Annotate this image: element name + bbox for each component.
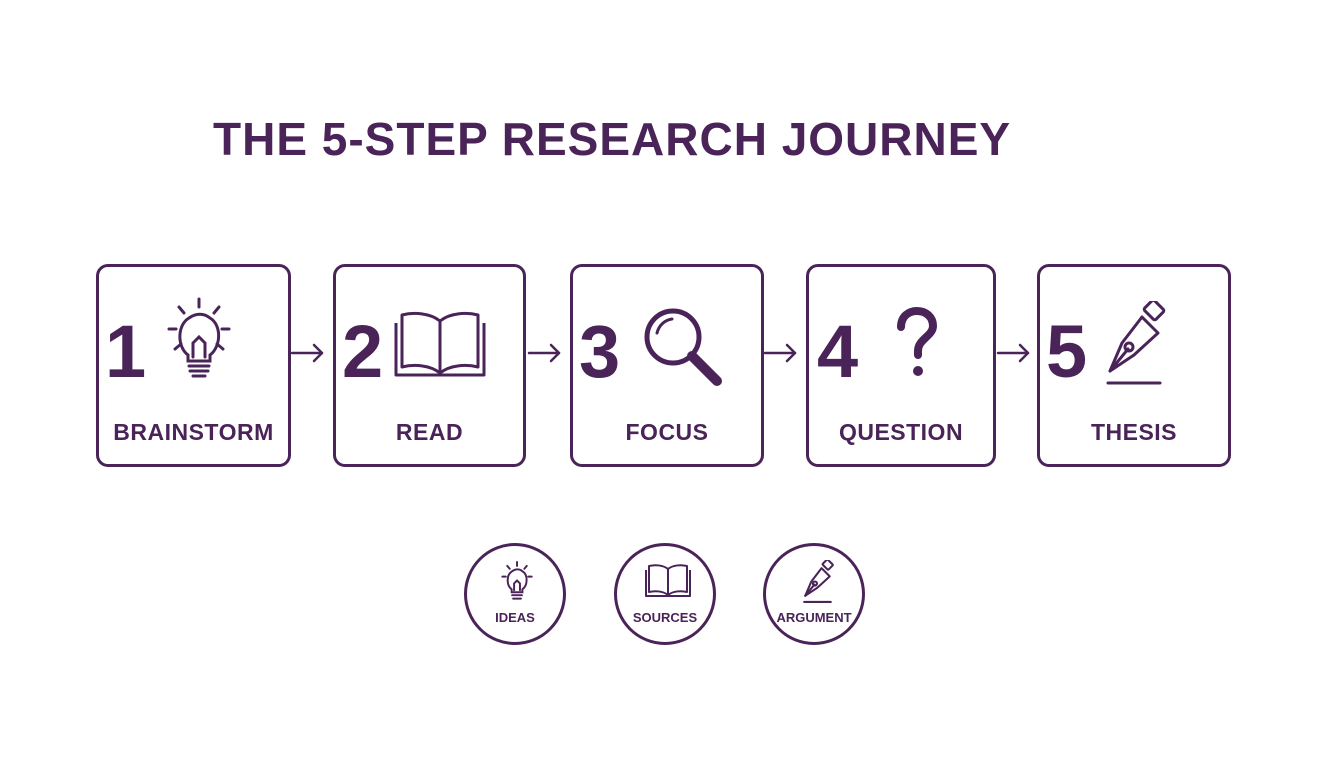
step-card-focus: 3 FOCUS <box>570 264 764 467</box>
arrow-icon <box>527 340 563 366</box>
step-number: 3 <box>579 310 621 393</box>
magnifying-glass-icon <box>641 305 725 389</box>
circle-sources: SOURCES <box>614 543 716 645</box>
step-number: 5 <box>1046 310 1088 393</box>
open-book-icon <box>394 307 486 379</box>
step-label: FOCUS <box>625 419 709 445</box>
circle-argument: ARGUMENT <box>763 543 865 645</box>
question-mark-icon <box>895 307 939 381</box>
arrow-icon <box>763 340 799 366</box>
step-card-brainstorm: 1 BRAINSTORM <box>96 264 291 467</box>
fountain-pen-icon <box>800 560 836 604</box>
step-number: 2 <box>342 310 384 393</box>
step-card-read: 2 READ <box>333 264 526 467</box>
fountain-pen-icon <box>1100 301 1170 387</box>
circle-label: ARGUMENT <box>776 610 852 625</box>
step-number: 4 <box>817 310 859 393</box>
circle-ideas: IDEAS <box>464 543 566 645</box>
step-number: 1 <box>105 310 147 393</box>
arrow-icon <box>996 340 1032 366</box>
circle-label: IDEAS <box>495 610 535 625</box>
step-label: BRAINSTORM <box>113 419 274 445</box>
diagram-title: THE 5-STEP RESEARCH JOURNEY <box>213 113 1012 165</box>
open-book-icon <box>645 562 691 598</box>
arrow-icon <box>290 340 326 366</box>
step-label: THESIS <box>1090 419 1178 445</box>
lightbulb-icon <box>161 295 241 385</box>
step-label: QUESTION <box>838 419 964 445</box>
lightbulb-icon <box>498 560 538 604</box>
step-label: READ <box>395 419 464 445</box>
step-card-question: 4 QUESTION <box>806 264 996 467</box>
circle-label: SOURCES <box>632 610 698 625</box>
step-card-thesis: 5 THESIS <box>1037 264 1231 467</box>
